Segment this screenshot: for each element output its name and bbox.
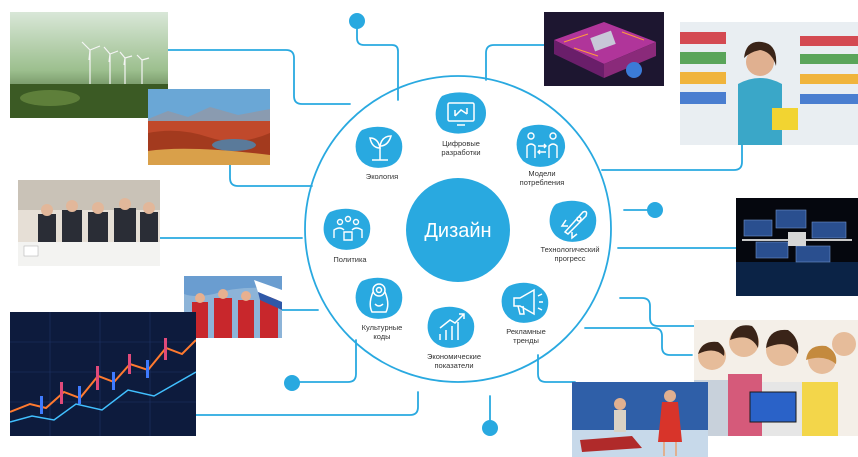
center-label: Дизайн (424, 220, 491, 242)
svg-text:тренды: тренды (513, 336, 539, 345)
svg-text:Культурные: Культурные (362, 323, 403, 332)
center-circle (406, 178, 510, 282)
node-economic: Экономические показатели (427, 306, 481, 370)
dot-left (284, 375, 300, 391)
svg-text:Технологический: Технологический (540, 245, 599, 254)
wind-turbines-photo (10, 12, 168, 118)
fashion-models-photo (572, 382, 708, 457)
megaphone-icon (513, 288, 543, 316)
svg-text:разработки: разработки (441, 148, 480, 157)
svg-text:потребления: потребления (520, 178, 565, 187)
node-ad-trends: Рекламные тренды (501, 282, 549, 345)
svg-text:Экономические: Экономические (427, 352, 481, 361)
autumn-landscape-photo (148, 89, 270, 165)
family-tablet-photo (694, 320, 858, 436)
dot-bottom (482, 420, 498, 436)
connector-family (584, 327, 693, 356)
connector-fashion (537, 354, 576, 383)
people-exchange-icon (526, 132, 558, 158)
folk-festival-photo (184, 276, 282, 338)
connector-autumn-landscape (229, 157, 313, 187)
monitor-network-icon (447, 102, 475, 126)
svg-text:Модели: Модели (528, 169, 555, 178)
meeting-icon (333, 215, 363, 241)
dot-right (647, 202, 663, 218)
dot-top (349, 13, 365, 29)
main-ring (304, 75, 612, 383)
growth-chart-icon (439, 313, 465, 340)
svg-text:Цифровые: Цифровые (442, 139, 480, 148)
circuit-board-photo (544, 12, 664, 86)
sprout-icon (369, 135, 393, 161)
svg-text:показатели: показатели (434, 361, 473, 370)
connector-top-dot (356, 21, 399, 101)
connector-stock-chart (195, 391, 419, 416)
svg-text:Экология: Экология (366, 172, 398, 181)
connector-circuit-board (485, 44, 545, 81)
node-digital: Цифровые разработки (435, 92, 486, 157)
space-station-photo (736, 198, 858, 296)
node-ecology: Экология (355, 126, 403, 181)
node-consumption: Модели потребления (516, 124, 566, 187)
connector-right-branch (619, 297, 695, 327)
connector-wind-turbines (167, 49, 351, 105)
node-tech-progress: Технологический прогресс (540, 200, 600, 263)
matryoshka-icon (369, 283, 389, 313)
stock-chart-photo (10, 312, 196, 436)
node-politics: Политика (323, 208, 371, 264)
svg-text:Политика: Политика (333, 255, 367, 264)
svg-text:прогресс: прогресс (555, 254, 586, 263)
rocket-icon (560, 210, 588, 240)
connector-supermarket (601, 144, 743, 171)
supermarket-shopper-photo (680, 22, 858, 145)
connector-left-dot (291, 339, 357, 383)
node-cultural-codes: Культурные коды (355, 277, 403, 341)
political-meeting-photo (18, 180, 160, 266)
svg-text:коды: коды (373, 332, 390, 341)
svg-text:Рекламные: Рекламные (506, 327, 546, 336)
